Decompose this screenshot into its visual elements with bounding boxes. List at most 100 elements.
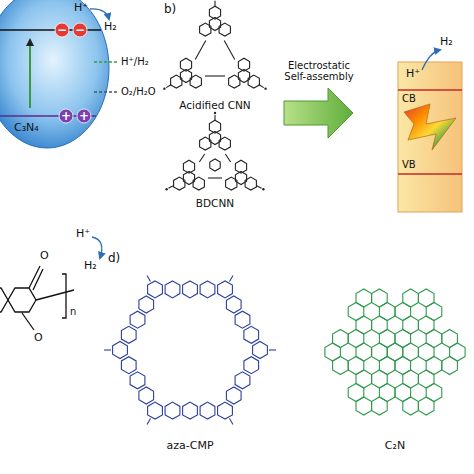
- aza-ring: [165, 281, 180, 298]
- heptazine-ring: [235, 160, 246, 173]
- heptazine-ring: [171, 75, 182, 88]
- charge-carrier: [73, 23, 87, 37]
- c2n-ring: [403, 370, 419, 388]
- node-shape-group: [0, 0, 118, 148]
- polymer-structure: [0, 266, 74, 330]
- aza-ring: [148, 281, 163, 298]
- aza-ring: [130, 311, 145, 328]
- panel-letter: d): [108, 252, 120, 265]
- heptazine-ring: [248, 75, 259, 88]
- c2n-ring: [333, 330, 349, 348]
- heptazine-ring: [209, 6, 220, 19]
- molecular-structures: [104, 0, 465, 424]
- charge-sign: +: [59, 108, 73, 124]
- c2n-ring: [450, 343, 466, 361]
- aza-ring: [244, 326, 259, 343]
- end-dot: [165, 188, 167, 190]
- heptazine-ring: [209, 120, 220, 133]
- aza-ring: [253, 342, 268, 359]
- aza-ring: [121, 326, 136, 343]
- heptazine-ring: [219, 23, 230, 36]
- bond-line: [147, 276, 151, 282]
- repeat-index: n: [70, 306, 76, 317]
- bond-line: [104, 349, 111, 350]
- aza-ring: [148, 402, 163, 419]
- bond-line: [269, 349, 276, 350]
- band-panel: [398, 62, 462, 212]
- material-label: C₃N₄: [14, 122, 39, 134]
- aza-ring: [139, 387, 154, 404]
- aza-ring: [200, 402, 215, 419]
- c2n-ring: [333, 357, 349, 375]
- c2n-ring: [356, 343, 372, 361]
- charge-sign: −: [73, 22, 87, 38]
- heptazine-ring: [190, 75, 201, 88]
- c2n-ring: [403, 343, 419, 361]
- structure-name: BDCNN: [175, 198, 255, 210]
- bond-line: [168, 186, 173, 189]
- charge-carrier: [55, 23, 69, 37]
- charge-sign: +: [77, 108, 91, 124]
- heptazine-ring: [229, 75, 240, 88]
- bond-line: [199, 154, 204, 162]
- redox-label: O₂/H₂O: [121, 86, 156, 97]
- c2n-ring: [403, 397, 419, 415]
- c2n-ring: [426, 384, 442, 402]
- reaction-arrow: [422, 50, 440, 70]
- reaction-arrow: [92, 237, 102, 258]
- bond-line: [195, 41, 205, 60]
- band-diagram: CBVB: [398, 62, 462, 212]
- bond-line: [166, 85, 171, 88]
- species-label: H₂: [440, 36, 453, 48]
- end-dot: [264, 87, 266, 89]
- heptazine-ring: [245, 177, 256, 190]
- node-shape-group: [398, 50, 462, 212]
- aza-ring: [226, 387, 241, 404]
- c2n-ring: [426, 357, 442, 375]
- aza-ring: [226, 296, 241, 313]
- heptazine-ring: [200, 137, 211, 150]
- aza-ring: [218, 281, 233, 298]
- redox-level: [94, 91, 118, 92]
- aza-ring: [218, 402, 233, 419]
- redox-label: H⁺/H₂: [121, 56, 149, 67]
- band-label: CB: [402, 93, 416, 104]
- light-bolt: [404, 104, 456, 150]
- heptazine-ring: [183, 160, 194, 173]
- charge-carrier: [59, 109, 73, 123]
- c2n-ring: [403, 289, 419, 307]
- structure-name: aza-CMP: [150, 440, 230, 452]
- aza-ring: [130, 372, 145, 389]
- aza-ring: [183, 281, 198, 298]
- semiconductor-particle: C₃N₄: [0, 0, 110, 148]
- atom-label: O: [40, 250, 49, 262]
- aza-ring: [200, 281, 215, 298]
- valence-band-line: [398, 173, 462, 175]
- c2n-ring: [356, 397, 372, 415]
- atom-label: O: [34, 332, 43, 344]
- aza-ring: [165, 402, 180, 419]
- aza-ring: [121, 357, 136, 374]
- c2n-ring: [356, 316, 372, 334]
- bond-line: [224, 41, 234, 60]
- end-dot: [163, 87, 165, 89]
- heptazine-ring: [226, 177, 237, 190]
- aza-ring: [244, 357, 259, 374]
- aza-ring: [235, 372, 250, 389]
- redox-level: [94, 61, 118, 62]
- c2n-ring: [426, 303, 442, 321]
- c2n-ring: [403, 316, 419, 334]
- panel-letter: b): [164, 3, 176, 16]
- reaction-arrow: [90, 9, 109, 19]
- c2n-ring: [379, 384, 395, 402]
- heptazine-ring: [180, 58, 191, 71]
- heptazine-ring: [238, 58, 249, 71]
- bond-line: [230, 418, 234, 424]
- bond-line: [225, 154, 230, 162]
- particle-ellipse: [0, 0, 109, 148]
- node-shape: [398, 62, 462, 212]
- aza-ring: [139, 296, 154, 313]
- heptazine-ring: [193, 177, 204, 190]
- bond-line: [208, 177, 222, 178]
- c2n-ring: [379, 303, 395, 321]
